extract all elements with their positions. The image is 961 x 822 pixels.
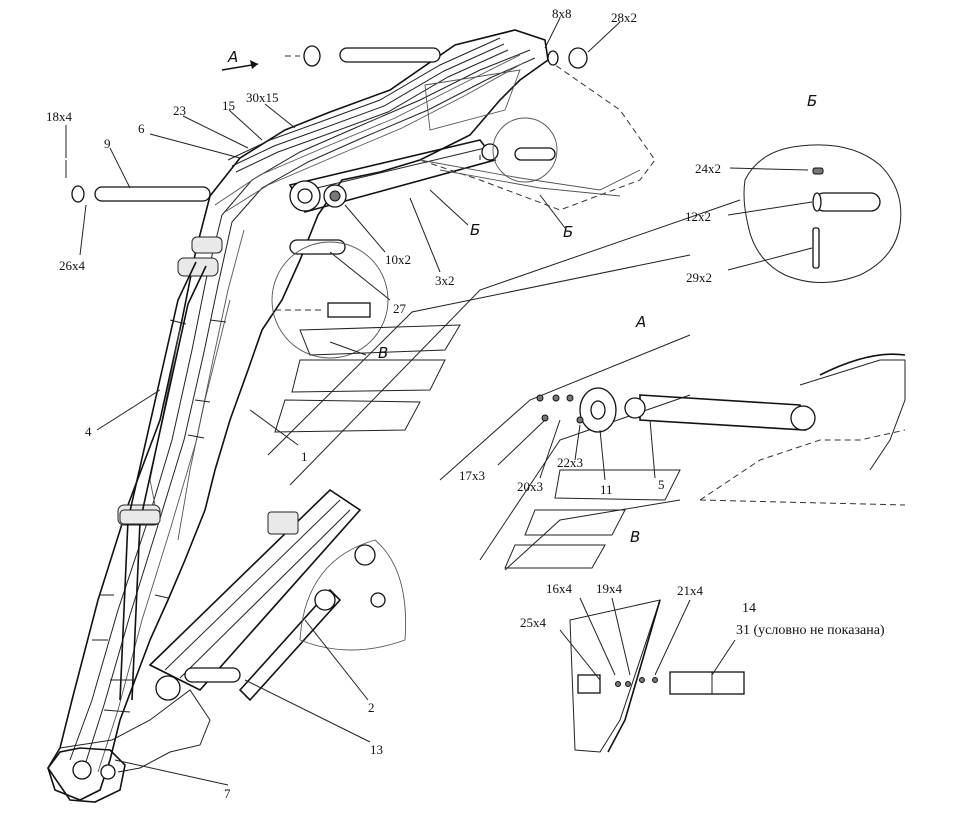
label-B-right: Б: [807, 92, 817, 110]
label-22x3: 22x3: [557, 455, 583, 470]
label-20x3: 20x3: [517, 479, 543, 494]
label-A-top: А: [227, 48, 238, 66]
boom-assembly: [47, 29, 549, 803]
arm-cylinder: [288, 139, 499, 213]
label-2: 2: [368, 700, 375, 715]
label-3x2: 3x2: [435, 273, 455, 288]
label-28x2: 28x2: [611, 10, 637, 25]
callout-labels: 8x8 28x2 А Б 18x4 23 15 30x15 6 9 26x4 1…: [46, 6, 885, 801]
label-B-mid1: Б: [470, 221, 480, 239]
label-17x3: 17x3: [459, 468, 485, 483]
label-8x8: 8x8: [552, 6, 572, 21]
label-5: 5: [658, 477, 665, 492]
label-29x2: 29x2: [686, 270, 712, 285]
detail-V-circle: [271, 241, 389, 359]
label-B-mid2: Б: [563, 223, 573, 241]
label-4: 4: [85, 424, 92, 439]
detail-V-bottom: [569, 599, 745, 753]
label-15: 15: [222, 98, 235, 113]
label-12x2: 12x2: [685, 209, 711, 224]
label-18x4: 18x4: [46, 109, 73, 124]
label-9: 9: [104, 136, 111, 151]
label-6: 6: [138, 121, 145, 136]
label-24x2: 24x2: [695, 161, 721, 176]
label-30x15: 30x15: [246, 90, 279, 105]
label-27: 27: [393, 301, 407, 316]
label-31: 31 (условно не показана): [736, 623, 885, 638]
label-21x4: 21x4: [677, 583, 704, 598]
lower-link: [148, 488, 407, 702]
label-11: 11: [600, 482, 613, 497]
label-1: 1: [301, 449, 308, 464]
label-A-mid: А: [635, 313, 646, 331]
detail-B-circle: [743, 144, 902, 283]
shim-plates: [267, 199, 741, 571]
label-25x4: 25x4: [520, 615, 547, 630]
label-14: 14: [742, 601, 756, 616]
label-10x2: 10x2: [385, 252, 411, 267]
label-19x4: 19x4: [596, 581, 623, 596]
view-arrow-A: [221, 60, 259, 71]
label-V-right: В: [630, 528, 640, 546]
label-7: 7: [224, 786, 231, 801]
pin-9: [65, 160, 211, 203]
label-V-left: В: [378, 344, 388, 362]
pin-A-top: [285, 45, 441, 67]
leader-lines: [65, 17, 813, 786]
stick-cylinder-right: [536, 353, 906, 506]
label-13: 13: [370, 742, 383, 757]
label-26x4: 26x4: [59, 258, 86, 273]
label-23: 23: [173, 103, 186, 118]
label-16x4: 16x4: [546, 581, 573, 596]
